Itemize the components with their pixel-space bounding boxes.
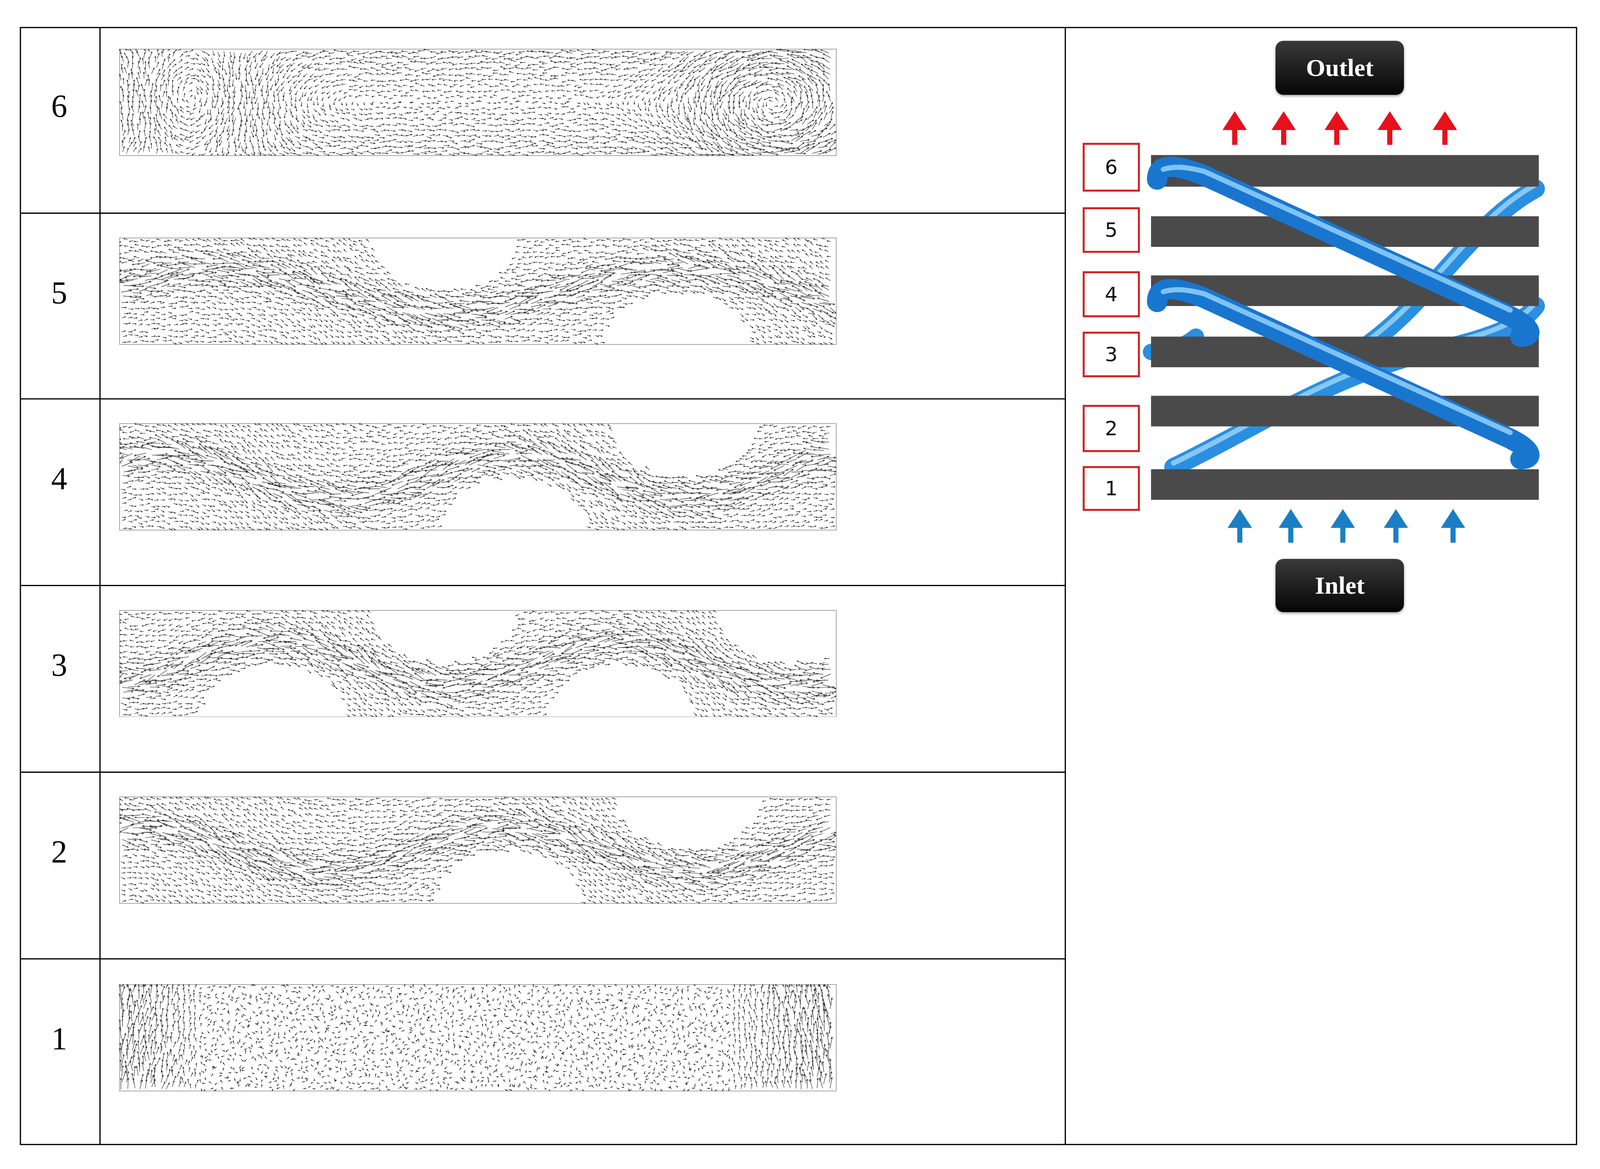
inlet-box: Inlet xyxy=(1275,558,1404,613)
tube-highlight xyxy=(1163,289,1510,433)
plot-frame xyxy=(119,49,837,156)
bar xyxy=(1151,469,1539,500)
velocity-vector-plot xyxy=(119,984,837,1092)
velocity-vector-plot xyxy=(119,423,837,531)
row-divider xyxy=(20,398,1066,400)
row-number: 5 xyxy=(51,274,68,311)
flow-arrowhead xyxy=(1384,510,1408,528)
row-divider xyxy=(20,584,1066,587)
flow-arrowhead xyxy=(1433,112,1456,130)
tube-highlight xyxy=(1163,167,1510,311)
plot-frame xyxy=(119,423,837,531)
row-divider xyxy=(20,771,1066,773)
node-label: Outlet xyxy=(1305,53,1374,83)
callout-box: 1 xyxy=(1082,466,1140,511)
flow-arrowhead xyxy=(1228,510,1252,528)
velocity-vectors xyxy=(120,423,837,531)
callout-box: 5 xyxy=(1082,207,1140,254)
node-label: 4 xyxy=(1104,282,1118,307)
table-border xyxy=(20,27,1577,1145)
velocity-vectors xyxy=(119,49,837,157)
row-number: 1 xyxy=(51,1020,68,1057)
velocity-vector-plot xyxy=(119,237,837,345)
callout-box: 6 xyxy=(1082,142,1140,192)
row-number: 2 xyxy=(51,833,68,871)
grey-bars xyxy=(1151,155,1539,501)
velocity-vector-plot xyxy=(119,796,837,904)
helical-tube xyxy=(1157,289,1530,460)
flow-arrowhead xyxy=(1325,112,1348,130)
tube-highlight xyxy=(1173,302,1536,464)
velocity-vectors xyxy=(120,238,837,345)
callout-box: 3 xyxy=(1082,331,1140,378)
velocity-vector-plot xyxy=(119,48,837,157)
plot-frame xyxy=(119,238,837,345)
flow-arrowhead xyxy=(1378,112,1402,130)
table-grid xyxy=(20,27,1577,1145)
flow-arrowhead xyxy=(1279,510,1302,528)
row-divider xyxy=(20,212,1066,214)
plot-frame xyxy=(119,796,837,904)
plot-frame xyxy=(119,984,837,1092)
velocity-vectors xyxy=(120,610,837,717)
helical-tube xyxy=(1173,306,1536,468)
node-label: 1 xyxy=(1104,476,1118,501)
node-label: 3 xyxy=(1104,342,1118,367)
node-label: 5 xyxy=(1104,218,1118,242)
inlet-arrows xyxy=(1228,510,1465,543)
flow-arrowhead xyxy=(1331,510,1354,528)
flow-arrowhead xyxy=(1441,510,1465,528)
row-divider xyxy=(20,958,1066,960)
front-tubes xyxy=(1157,166,1530,460)
velocity-vectors xyxy=(119,985,833,1092)
plot-frame xyxy=(119,610,837,717)
callout-box: 4 xyxy=(1082,271,1140,318)
outlet-box: Outlet xyxy=(1275,40,1404,95)
flow-arrowhead xyxy=(1272,112,1295,130)
node-label: 2 xyxy=(1104,416,1118,441)
node-label: Inlet xyxy=(1315,571,1365,600)
row-number: 3 xyxy=(51,646,68,684)
callout-box: 2 xyxy=(1082,404,1140,452)
velocity-vector-plot xyxy=(119,610,837,718)
outlet-arrows xyxy=(1223,112,1456,145)
row-number: 6 xyxy=(51,88,68,125)
flow-arrowhead xyxy=(1223,112,1246,130)
row-number: 4 xyxy=(51,460,68,497)
velocity-vectors xyxy=(120,796,837,904)
node-label: 6 xyxy=(1104,155,1118,179)
